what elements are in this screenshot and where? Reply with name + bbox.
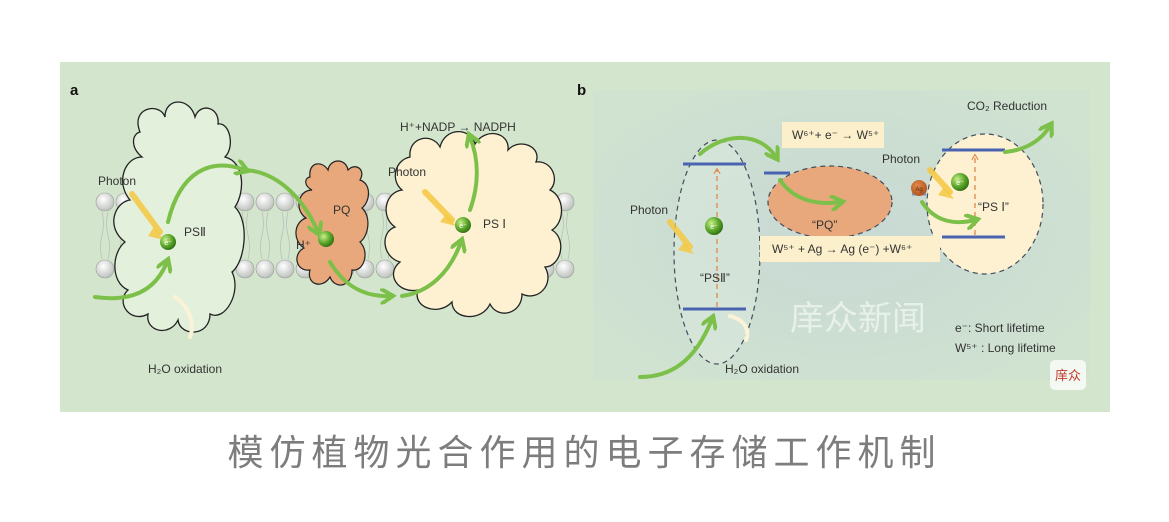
photon-arrow-left — [129, 191, 163, 235]
lipid-tail — [100, 211, 110, 260]
lipid-head — [375, 259, 395, 279]
photon-arrowhead-right — [440, 214, 456, 226]
h2o-oxidation-b: H₂O oxidation — [725, 362, 799, 376]
reaction-bottom-box — [760, 236, 940, 262]
electron-ball-pq — [318, 231, 334, 247]
lipid-head — [95, 259, 115, 279]
photon-arrowhead-b-left — [678, 242, 694, 254]
lipid-tail — [280, 211, 290, 260]
lipid-head — [275, 192, 295, 212]
reaction-bottom: W⁵⁺ + Ag → Ag (e⁻) +W⁶⁺ — [772, 242, 912, 256]
watermark-logo — [1050, 360, 1086, 390]
figure: a e⁻ e⁻ Photon PSⅡ PQ H⁺ Photon — [60, 62, 1110, 412]
water-arrow-a — [173, 295, 194, 339]
figure-caption: 模仿植物光合作用的电子存储工作机制 — [227, 433, 942, 474]
electron-ball-psii — [160, 234, 176, 250]
electron-label-b-psii: e⁻ — [710, 224, 718, 231]
photon-label-a-left: Photon — [98, 174, 136, 188]
psii-label-a: PSⅡ — [184, 225, 206, 239]
pq-label-a: PQ — [333, 203, 350, 217]
watermark-logo-text: 庠众 — [1055, 369, 1081, 384]
co2-reduction-b: CO₂ Reduction — [967, 99, 1047, 113]
energy-levels — [683, 148, 1005, 311]
ag-label: Ag — [915, 187, 922, 193]
h2o-oxidation-a: H₂O oxidation — [148, 362, 222, 376]
nadph-reaction-a: H⁺+NADP → NADPH — [400, 120, 516, 134]
lipid-head — [255, 259, 275, 279]
lipid-head — [275, 259, 295, 279]
psi-cloud — [384, 130, 563, 318]
photon-arrowhead-b-right — [938, 187, 954, 199]
watermark-text: 庠众新闻 — [790, 299, 926, 339]
electron-flow-a — [93, 137, 477, 298]
reaction-top-box — [782, 122, 884, 148]
photon-arrow-right — [422, 189, 455, 223]
electron-ball-psi — [455, 217, 471, 233]
photon-arrow-b-right — [927, 167, 953, 195]
electron-ball-b-psi — [951, 173, 969, 191]
water-arrow-b — [728, 314, 750, 342]
electron-label-b-psi: e⁻ — [956, 180, 964, 187]
lipid-head — [255, 192, 275, 212]
photon-label-b-left: Photon — [630, 203, 668, 217]
psi-ellipse-b — [926, 133, 1044, 275]
lipid-tail — [560, 211, 570, 260]
photon-label-b-right: Photon — [882, 152, 920, 166]
diagram-svg: a e⁻ e⁻ Photon PSⅡ PQ H⁺ Photon — [70, 82, 1090, 390]
panel-b: b e⁻ e⁻ Ag — [577, 82, 1090, 390]
lipid-head — [95, 192, 115, 212]
h-plus-label-a: H⁺ — [296, 238, 311, 252]
psii-label-b: “PSⅡ” — [700, 271, 730, 285]
electron-flow-b — [638, 126, 1050, 379]
lipid-head — [235, 259, 255, 279]
electron-label-psii: e⁻ — [164, 240, 172, 247]
psi-label-b: “PS Ⅰ” — [978, 200, 1009, 214]
photon-arrowhead-left — [148, 227, 164, 240]
legend-long-lifetime: W⁵⁺ : Long lifetime — [955, 341, 1056, 355]
panel-a: a e⁻ e⁻ Photon PSⅡ PQ H⁺ Photon — [70, 82, 575, 376]
lipid-head — [555, 259, 575, 279]
lipid-tail — [260, 211, 270, 260]
psii-cloud — [113, 101, 245, 333]
psi-label-a: PS Ⅰ — [483, 217, 506, 231]
panel-b-letter: b — [577, 82, 586, 99]
photon-label-a-right: Photon — [388, 165, 426, 179]
electron-label-psi: e⁻ — [459, 223, 467, 230]
reaction-top: W⁶⁺+ e⁻ → W⁵⁺ — [792, 128, 879, 142]
ag-particle — [911, 180, 927, 196]
pq-cloud — [295, 160, 370, 286]
panel-a-letter: a — [70, 82, 79, 99]
legend-short-lifetime: e⁻: Short lifetime — [955, 321, 1045, 335]
pq-label-b: “PQ” — [812, 218, 837, 232]
photon-arrow-b-left — [667, 219, 693, 250]
electron-ball-b-psii — [705, 217, 723, 235]
